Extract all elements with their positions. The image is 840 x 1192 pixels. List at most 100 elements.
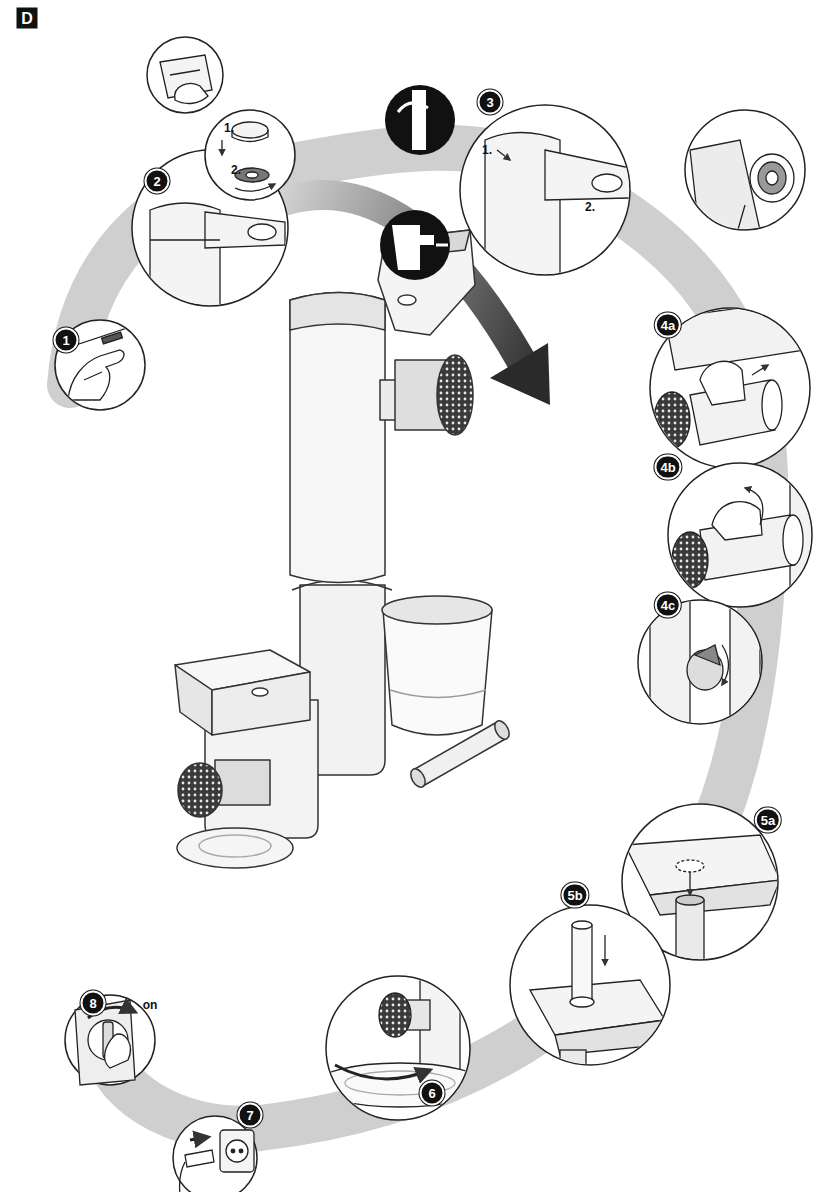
- step-5a-detail-part: [650, 880, 780, 915]
- step-5b-detail: [530, 921, 665, 1075]
- flow-arrow-part: [490, 343, 550, 405]
- step-annotation: on: [143, 998, 158, 1012]
- callout-number: 4a: [655, 313, 681, 338]
- detail-inset-dark-part: [412, 90, 426, 150]
- step-4b-detail: [672, 470, 815, 600]
- callout-number: 3: [478, 90, 503, 115]
- step-2-zoom-part: [221, 140, 222, 155]
- step-5b-detail-part: [572, 925, 592, 1000]
- step-ribbon: [70, 148, 765, 1129]
- step-7-detail-part: [226, 1140, 248, 1162]
- step-4c-detail: [650, 600, 760, 725]
- step-2-zoom-part: [235, 184, 275, 191]
- meat-grinder-appliance-part: [437, 355, 473, 435]
- meat-grinder-appliance-part: [290, 293, 385, 583]
- step-8-detail-part: [75, 1000, 135, 1085]
- step-7-detail-part: [185, 1150, 214, 1167]
- step-4b-detail-part: [672, 532, 708, 588]
- step-inset-part: [147, 37, 223, 113]
- callout-number: 4c: [655, 593, 681, 618]
- step-4a-detail-part: [654, 392, 690, 448]
- step-2-zoom: [160, 55, 275, 191]
- detail-inset-dark: [380, 85, 455, 280]
- step-5b-detail-part: [570, 997, 594, 1007]
- coupling-detail-part: [758, 162, 786, 194]
- step-4c-detail-part: [695, 645, 720, 665]
- step-8-detail-part: [105, 1034, 131, 1068]
- meat-grinder-appliance: [175, 230, 512, 868]
- step-2-detail-part: [150, 239, 220, 240]
- meat-grinder-appliance-part: [178, 763, 222, 817]
- step-5a-detail-part: [676, 860, 704, 872]
- step-inset-part: [205, 110, 295, 200]
- step-inset-part: [668, 463, 812, 607]
- step-2-zoom-part: [246, 172, 258, 178]
- step-2-zoom-part: [232, 130, 268, 142]
- step-7-detail-part: [239, 1149, 243, 1153]
- step-5a-detail: [625, 835, 780, 970]
- step-5b-detail-part: [604, 935, 605, 965]
- meat-grinder-appliance-part: [398, 295, 416, 305]
- meat-grinder-appliance-part: [215, 760, 270, 805]
- meat-grinder-appliance-part: [413, 722, 507, 786]
- step-4c-detail-part: [722, 645, 729, 685]
- step-4b-detail-part: [783, 515, 803, 565]
- step-6-detail-part: [335, 1065, 430, 1079]
- step-6-detail: [315, 975, 485, 1107]
- step-inset-part: [638, 600, 762, 724]
- section-letter: D: [17, 8, 38, 29]
- step-2-detail-part: [248, 224, 276, 240]
- meat-grinder-appliance-part: [177, 828, 293, 868]
- meat-grinder-appliance-part: [390, 690, 486, 698]
- detail-inset-dark-part: [420, 235, 434, 245]
- step-inset-part: [173, 1116, 257, 1192]
- step-inset-part: [65, 995, 155, 1085]
- step-7-detail-part: [190, 1137, 208, 1140]
- callout-number: 4b: [654, 455, 681, 480]
- meat-grinder-appliance-part: [290, 293, 385, 331]
- callout-number: 2: [145, 169, 170, 194]
- callout-number: 1: [54, 328, 79, 353]
- step-annotation: 1.: [224, 121, 234, 135]
- step-7-detail: [180, 1130, 254, 1192]
- step-2-zoom-part: [232, 122, 268, 138]
- callout-number: 5a: [755, 808, 781, 833]
- coupling-detail-part: [690, 140, 760, 240]
- meat-grinder-appliance-part: [492, 718, 512, 741]
- step-5a-detail-part: [676, 895, 704, 905]
- step-annotation: 2.: [231, 163, 241, 177]
- step-4c-detail-part: [730, 600, 760, 725]
- step-1-detail-part: [68, 350, 124, 400]
- step-7-detail-part: [220, 1130, 254, 1172]
- step-4a-detail-part: [752, 365, 768, 375]
- step-1-detail-part: [84, 372, 102, 380]
- step-2-detail-part: [205, 212, 285, 248]
- callout-number: 6: [420, 1081, 445, 1106]
- step-3-detail: [485, 110, 633, 290]
- step-4a-detail-part: [665, 300, 805, 370]
- step-8-detail: [75, 1000, 135, 1085]
- coupling-detail-part: [766, 171, 778, 185]
- step-4c-detail-part: [650, 600, 690, 725]
- meat-grinder-appliance-part: [199, 835, 271, 857]
- step-7-detail-part: [180, 1162, 185, 1192]
- callout-number: 5b: [561, 883, 588, 908]
- step-annotation: 1.: [482, 143, 492, 157]
- step-2-zoom-part: [170, 70, 200, 75]
- step-5a-detail-part: [689, 872, 690, 895]
- step-7-detail-part: [231, 1149, 235, 1153]
- meat-grinder-appliance-part: [408, 766, 428, 789]
- step-4b-detail-part: [745, 488, 763, 525]
- step-5b-detail-part: [572, 921, 592, 929]
- step-5a-detail-part: [676, 900, 704, 970]
- callout-number: 8: [81, 991, 106, 1016]
- detail-inset-dark-part: [380, 210, 450, 280]
- step-3-detail-part: [545, 150, 630, 200]
- step-annotation: 2.: [585, 200, 595, 214]
- meat-grinder-appliance-part: [252, 688, 268, 696]
- step-1-detail-part: [102, 332, 123, 344]
- coupling-detail-part: [750, 154, 794, 202]
- step-6-detail-part: [379, 993, 411, 1037]
- step-ribbon-part: [70, 148, 765, 1129]
